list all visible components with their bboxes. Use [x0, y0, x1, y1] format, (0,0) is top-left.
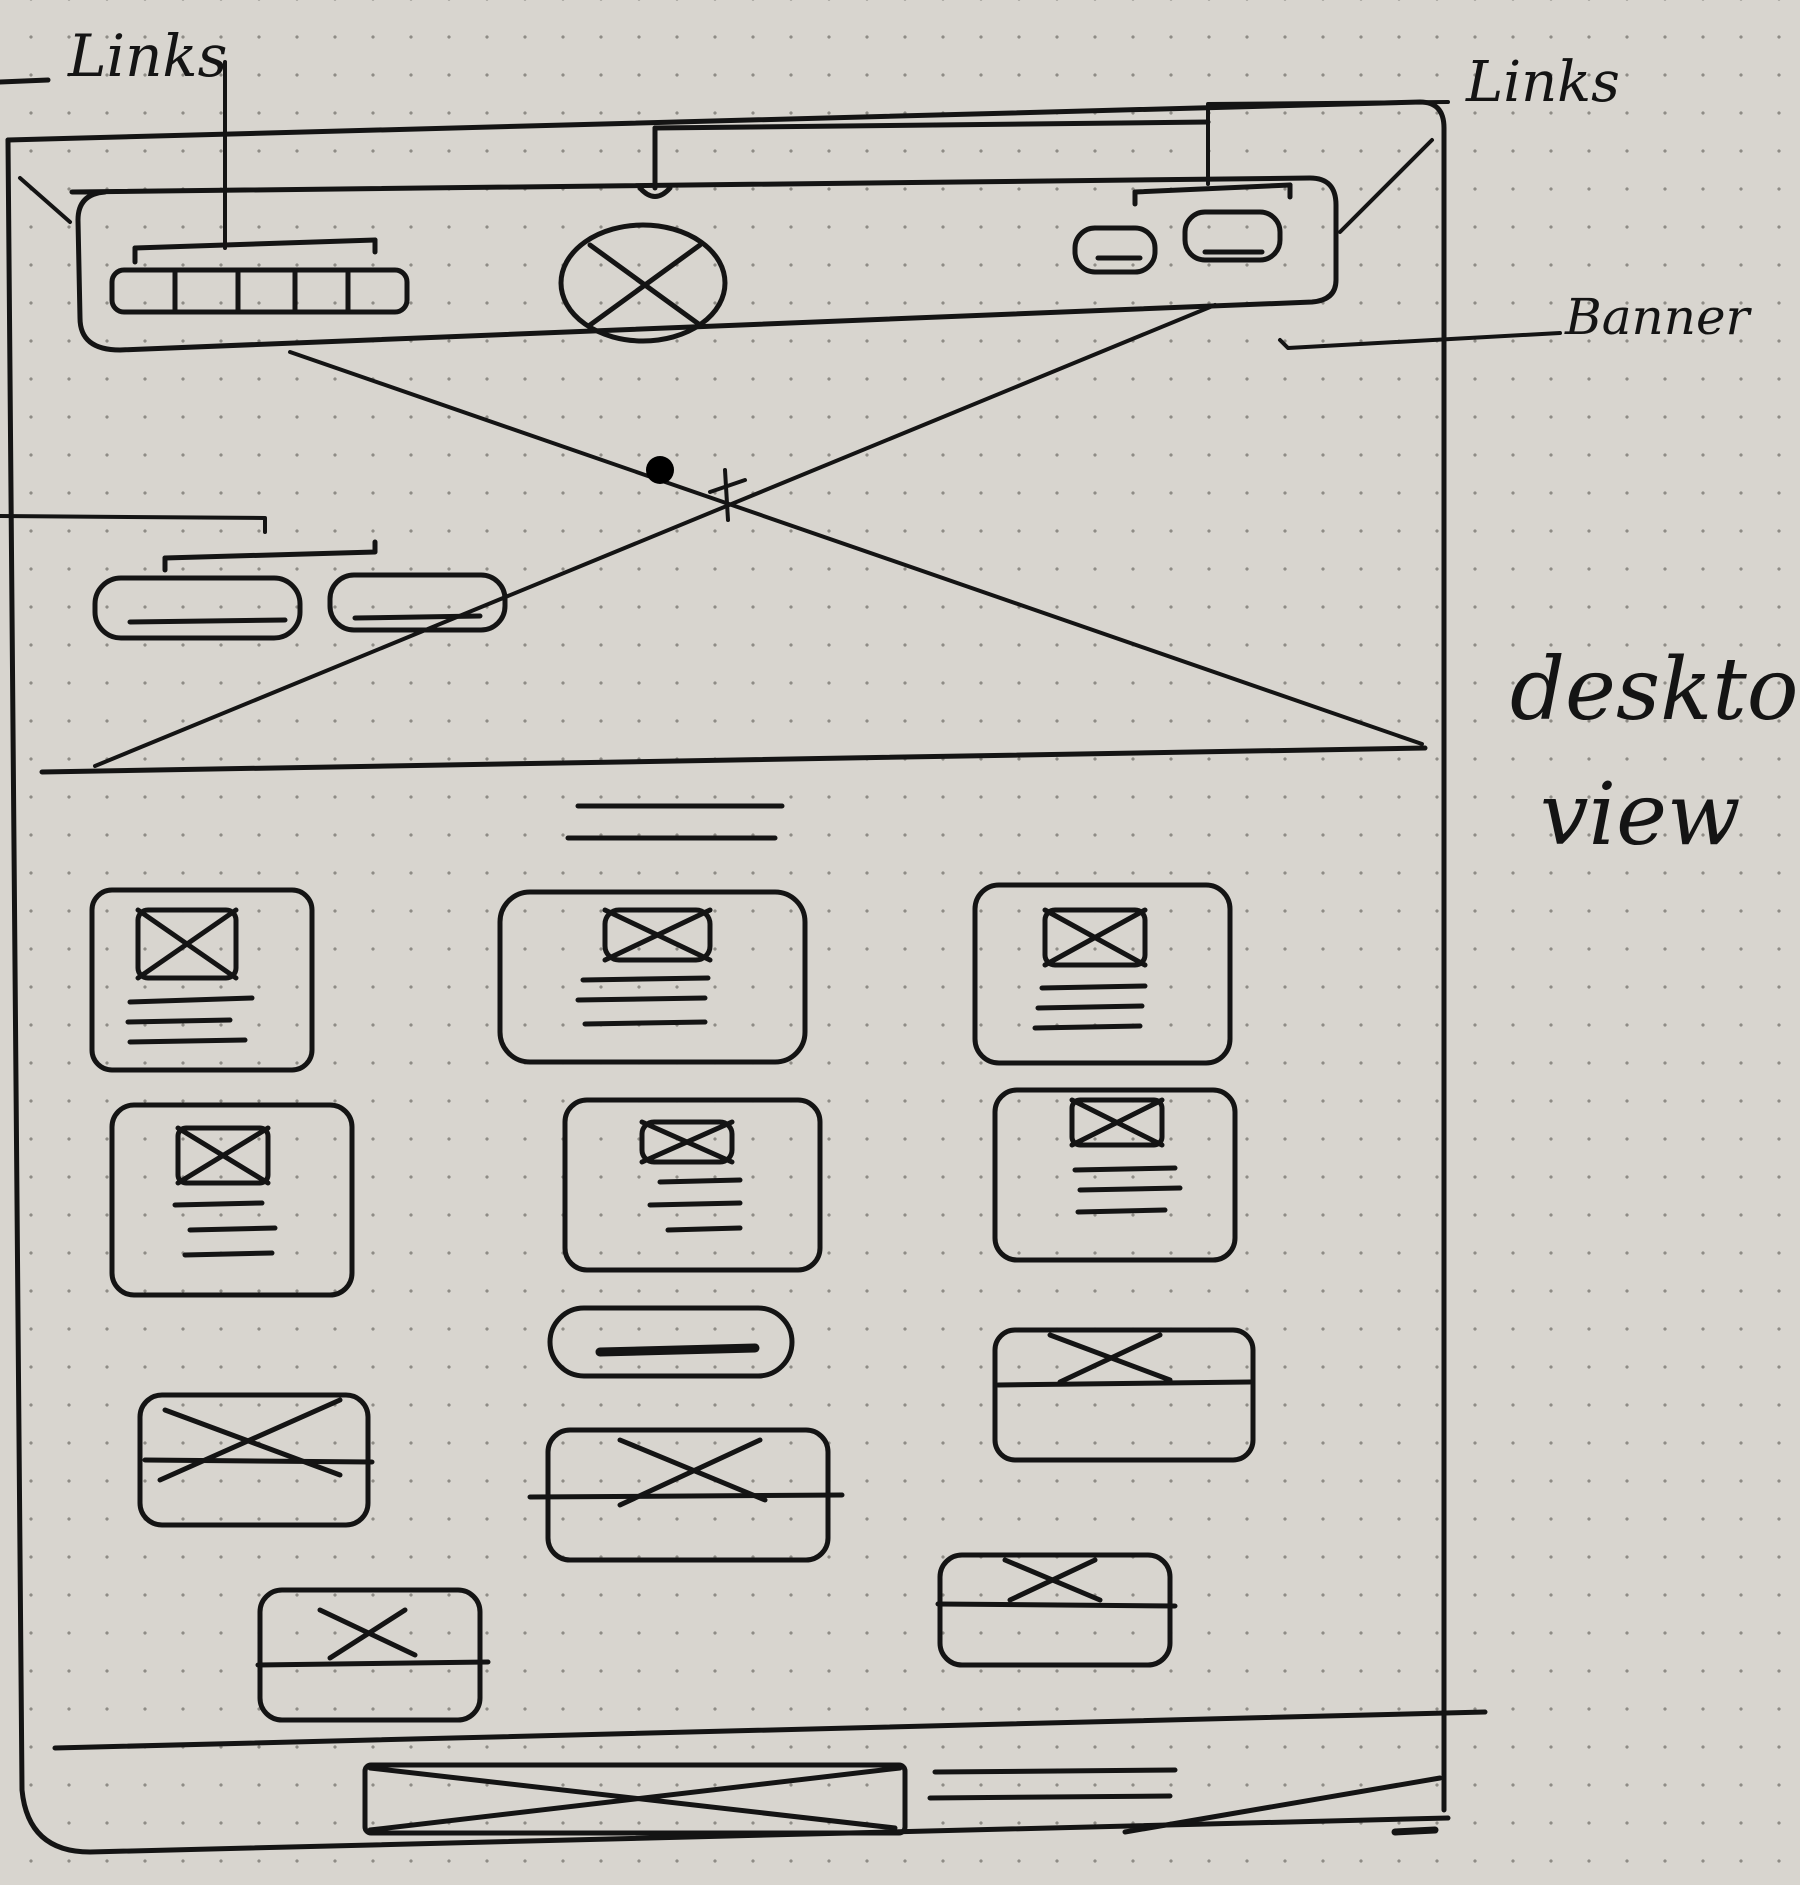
image-tiles[interactable]: [137, 1327, 1256, 1723]
content-card: [972, 882, 1233, 1066]
content-card: [89, 887, 315, 1073]
header-nav-links[interactable]: [109, 267, 410, 315]
image-tile-icon: [527, 1427, 845, 1563]
hero-image-placeholder-icon: [93, 303, 1424, 768]
content-card: [992, 1087, 1238, 1263]
image-tile-icon: [935, 1552, 1178, 1668]
content-card: [109, 1102, 355, 1298]
links-right-annotation: Links: [1466, 50, 1620, 115]
footer: [52, 1709, 1488, 1836]
load-more-button[interactable]: [547, 1305, 795, 1379]
image-tile-icon: [137, 1392, 375, 1528]
hero-cta-buttons[interactable]: [92, 539, 508, 641]
section-heading: [565, 803, 785, 841]
content-card: [497, 889, 808, 1065]
image-tile-icon: [992, 1327, 1256, 1463]
content-card: [562, 1097, 823, 1273]
header-right-buttons[interactable]: [1072, 209, 1283, 275]
content-cards[interactable]: [89, 882, 1238, 1298]
view-annotation-line1: desktop: [1510, 640, 1800, 740]
links-left-annotation: Links: [68, 22, 228, 90]
header-bar: [69, 119, 1339, 353]
view-annotation-line2: view: [1540, 765, 1741, 865]
image-tile-icon: [255, 1587, 491, 1723]
annotation-leaders: [0, 60, 1562, 534]
logo-placeholder-icon: [558, 222, 728, 344]
banner-annotation: Banner: [1565, 288, 1750, 346]
